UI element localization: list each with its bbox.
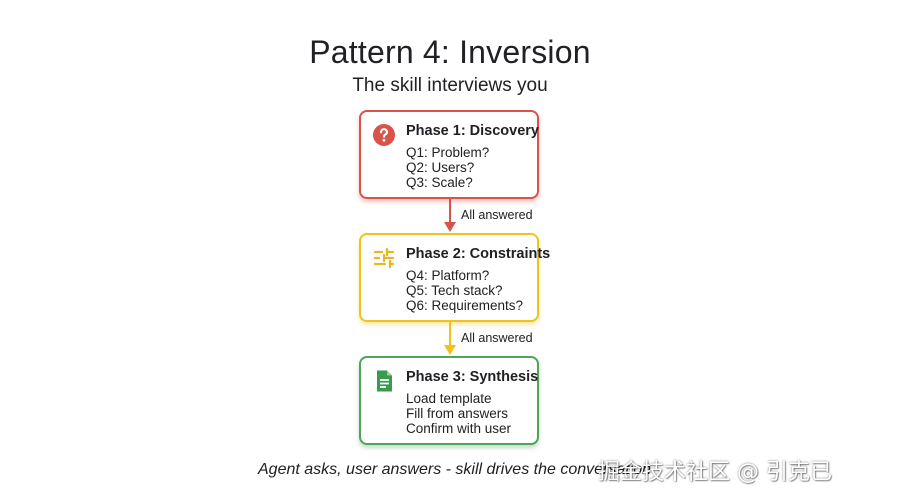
diagram-caption: Agent asks, user answers - skill drives … — [258, 461, 652, 478]
phase-1-line: Q3: Scale? — [406, 175, 473, 190]
phase-2-line: Q6: Requirements? — [406, 298, 524, 313]
phase-3-line: Load template — [406, 391, 492, 406]
phase-1-line: Q2: Users? — [406, 160, 475, 175]
phase-3-heading: Phase 3: Synthesis — [406, 369, 539, 385]
down-arrow-2 — [444, 322, 456, 355]
transition-label-1: All answered — [461, 208, 533, 222]
phase-2-line: Q4: Platform? — [406, 268, 490, 283]
phase-2-card: Phase 2: Constraints Q4: Platform? Q5: T… — [359, 233, 550, 322]
phase-2-line: Q5: Tech stack? — [406, 283, 503, 298]
phase-3-card: Phase 3: Synthesis Load template Fill fr… — [359, 356, 539, 445]
phase-3-line: Confirm with user — [406, 421, 512, 436]
phase-1-line: Q1: Problem? — [406, 145, 490, 160]
down-arrow-1 — [444, 199, 456, 232]
diagram-subtitle: The skill interviews you — [352, 75, 548, 96]
phase-1-card: Phase 1: Discovery Q1: Problem? Q2: User… — [359, 110, 539, 199]
watermark: 掘金技术社区 @ 引克已 — [598, 460, 832, 485]
phase-3-line: Fill from answers — [406, 406, 509, 421]
diagram-title: Pattern 4: Inversion — [309, 34, 591, 70]
question-icon — [373, 124, 395, 146]
sliders-icon — [373, 247, 395, 269]
phase-2-heading: Phase 2: Constraints — [406, 246, 551, 262]
phase-1-heading: Phase 1: Discovery — [406, 123, 539, 139]
transition-label-2: All answered — [461, 331, 533, 345]
document-icon — [377, 370, 392, 392]
